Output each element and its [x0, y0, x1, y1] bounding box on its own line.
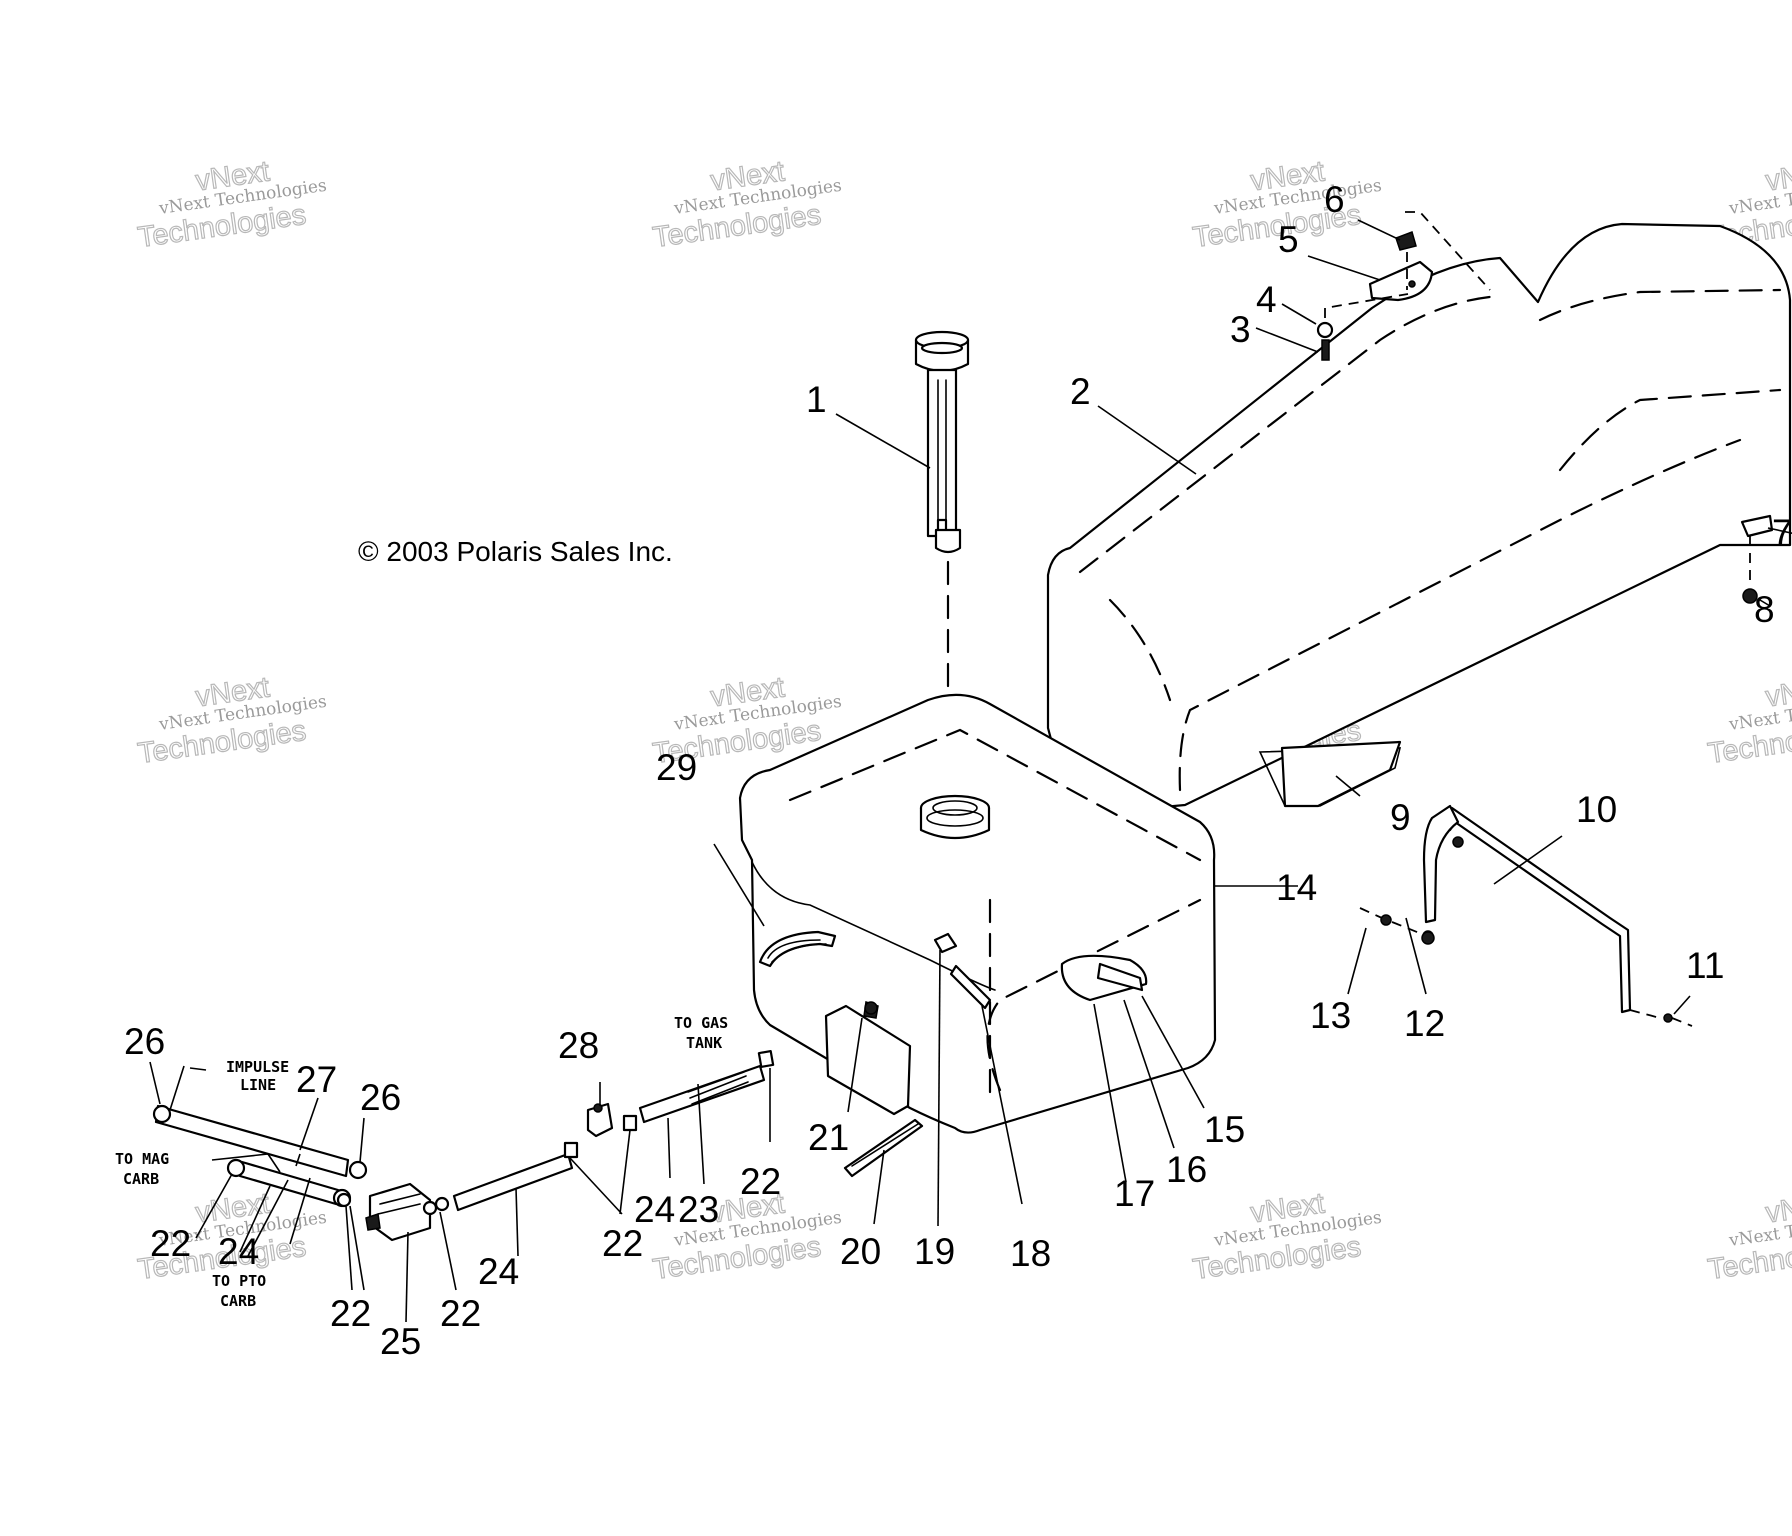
pto-carb-note: CARB	[220, 1292, 256, 1310]
callout-numbers: 1 2 3 4 5 6 7 8 9 10 11 12 13 14 15 16 1…	[124, 179, 1792, 1362]
callout-22: 22	[330, 1293, 371, 1334]
callout-22: 22	[740, 1161, 781, 1202]
callout-28: 28	[558, 1025, 599, 1066]
callout-11: 11	[1686, 945, 1724, 986]
callout-24: 24	[218, 1231, 259, 1272]
callout-4: 4	[1256, 279, 1277, 320]
callout-15: 15	[1204, 1109, 1245, 1150]
callout-22: 22	[440, 1293, 481, 1334]
callout-5: 5	[1278, 219, 1299, 260]
callout-1: 1	[806, 379, 827, 420]
fuel-gauge-part	[914, 330, 970, 787]
callout-24: 24	[478, 1251, 519, 1292]
callout-19: 19	[914, 1231, 955, 1272]
tank-strap-part	[1422, 804, 1661, 1019]
mag-carb-note: CARB	[123, 1170, 159, 1188]
callout-9: 9	[1390, 797, 1411, 838]
callout-22: 22	[150, 1223, 191, 1264]
watermark-label: vNext	[1764, 672, 1792, 714]
watermark-label: vNext	[1764, 156, 1792, 198]
pto-carb-note: TO PTO	[212, 1272, 266, 1290]
callout-8: 8	[1754, 589, 1775, 630]
callout-29: 29	[656, 747, 697, 788]
strap-hardware-parts	[1359, 907, 1693, 1027]
callout-6: 6	[1324, 179, 1345, 220]
callout-7: 7	[1772, 512, 1792, 553]
callout-23: 23	[678, 1189, 719, 1230]
seat-part	[1046, 222, 1792, 812]
mag-carb-note: TO MAG	[115, 1150, 169, 1168]
seat-pad-part	[1280, 740, 1402, 808]
callout-2: 2	[1070, 371, 1091, 412]
seat-hardware-parts	[1316, 211, 1491, 361]
callout-26: 26	[360, 1077, 401, 1118]
impulse-line-note: IMPULSE	[226, 1058, 289, 1076]
gas-tank-note: TO GAS	[674, 1014, 728, 1032]
callout-3: 3	[1230, 309, 1251, 350]
leader-lines	[149, 219, 1792, 1323]
callout-25: 25	[380, 1321, 421, 1362]
copyright-notice: © 2003 Polaris Sales Inc.	[358, 536, 673, 567]
seat-bracket-parts	[1740, 514, 1774, 604]
impulse-line-note: LINE	[240, 1076, 276, 1094]
callout-14: 14	[1276, 867, 1317, 908]
annotation-notes: IMPULSE LINE TO GAS TANK TO MAG CARB TO …	[115, 1014, 728, 1310]
callout-10: 10	[1576, 789, 1617, 830]
callout-20: 20	[840, 1231, 881, 1272]
gas-tank-note: TANK	[686, 1034, 722, 1052]
callout-21: 21	[808, 1117, 849, 1158]
fuel-tank-part	[738, 693, 1217, 1134]
callout-12: 12	[1404, 1003, 1445, 1044]
callout-17: 17	[1114, 1173, 1155, 1214]
watermark-label: vNext	[1764, 1188, 1792, 1230]
fuel-line-assembly	[152, 1049, 924, 1245]
callout-22: 22	[602, 1223, 643, 1264]
callout-27: 27	[296, 1059, 337, 1100]
callout-13: 13	[1310, 995, 1351, 1036]
callout-18: 18	[1010, 1233, 1051, 1274]
callout-24: 24	[634, 1189, 675, 1230]
callout-26: 26	[124, 1021, 165, 1062]
callout-16: 16	[1166, 1149, 1207, 1190]
